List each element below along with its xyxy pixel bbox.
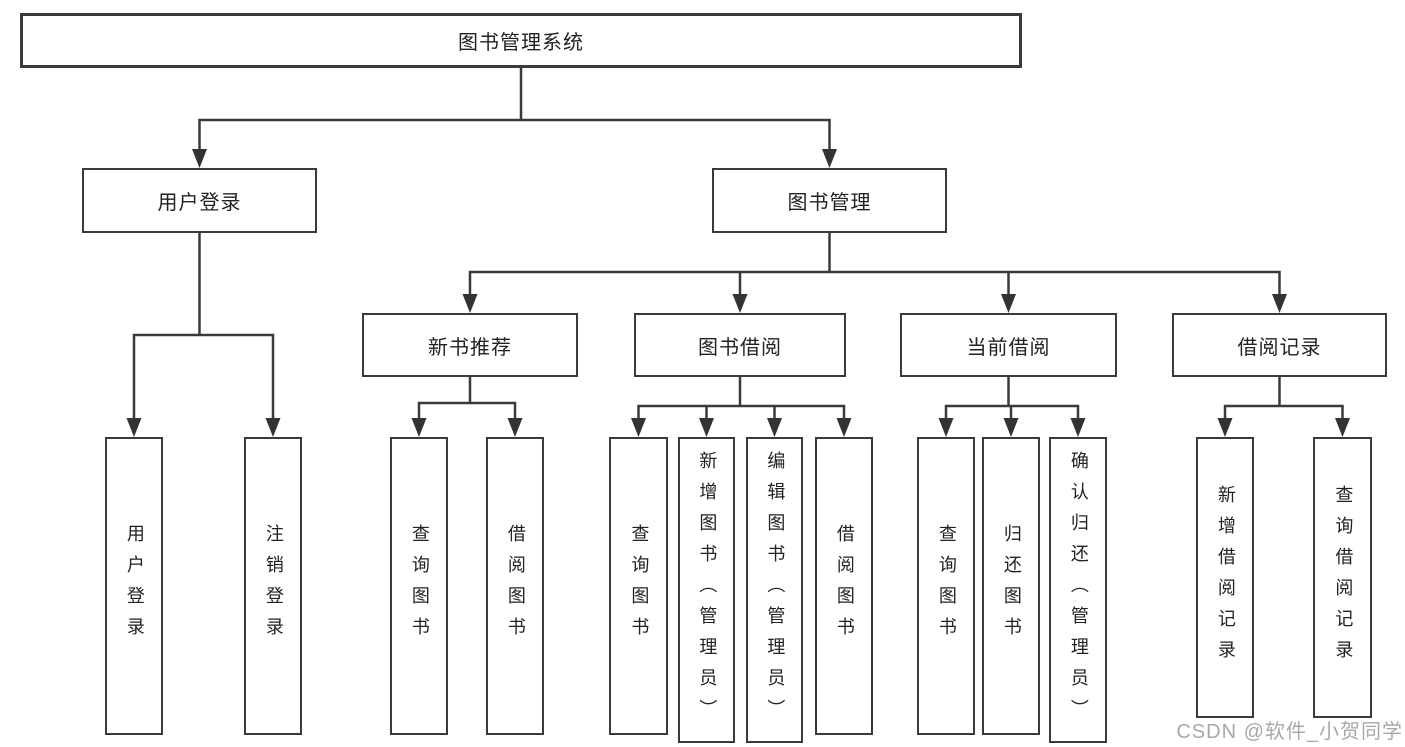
- arrowhead-icon: [462, 294, 478, 313]
- csdn-watermark: CSDN @软件_小贺同学: [1176, 721, 1403, 743]
- node-library-management-system: 图书管理系统: [20, 13, 1022, 68]
- leaf-edit-books-admin: 编辑图书（管理员）: [746, 437, 803, 743]
- connector-line: [468, 231, 1281, 300]
- leaf-borrow-books-rec: 借阅图书: [486, 437, 544, 735]
- arrowhead-icon: [1272, 294, 1287, 313]
- leaf-label: 编辑图书（管理员）: [765, 450, 786, 730]
- arrowhead-icon: [507, 418, 523, 437]
- connector-line: [132, 231, 275, 424]
- connector-line: [637, 375, 846, 424]
- leaf-logout: 注销登录: [244, 437, 302, 735]
- arrowhead-icon: [699, 418, 714, 437]
- leaf-label: 新增借阅记录: [1215, 484, 1236, 671]
- arrowhead-icon: [1335, 418, 1350, 437]
- arrowhead-icon: [126, 418, 142, 437]
- arrowhead-icon: [265, 418, 281, 437]
- leaf-borrow-books: 借阅图书: [815, 437, 873, 735]
- node-book-management: 图书管理: [712, 168, 947, 233]
- leaf-label: 归还图书: [1001, 524, 1022, 648]
- arrowhead-icon: [836, 418, 852, 437]
- leaf-user-login: 用户登录: [105, 437, 163, 735]
- connector-line: [944, 375, 1080, 424]
- node-current-borrowing: 当前借阅: [900, 313, 1117, 377]
- arrowhead-icon: [938, 418, 954, 437]
- leaf-return-books: 归还图书: [982, 437, 1040, 735]
- arrowhead-icon: [1217, 418, 1233, 437]
- arrowhead-icon: [767, 418, 782, 437]
- leaf-add-books-admin: 新增图书（管理员）: [678, 437, 735, 743]
- leaf-label: 确认归还（管理员）: [1068, 450, 1089, 730]
- arrowhead-icon: [1003, 418, 1019, 437]
- leaf-query-books-current: 查询图书: [917, 437, 975, 735]
- leaf-add-borrow-record: 新增借阅记录: [1196, 437, 1254, 718]
- node-book-borrowing: 图书借阅: [634, 313, 846, 377]
- leaf-label: 用户登录: [124, 524, 145, 648]
- arrowhead-icon: [1070, 418, 1086, 437]
- arrowhead-icon: [631, 418, 646, 437]
- connector-line: [1223, 375, 1344, 424]
- leaf-label: 查询图书: [629, 524, 650, 648]
- leaf-label: 借阅图书: [505, 524, 526, 648]
- leaf-label: 查询图书: [409, 524, 430, 648]
- arrowhead-icon: [411, 418, 427, 437]
- leaf-label: 查询借阅记录: [1333, 484, 1354, 671]
- node-user-login: 用户登录: [82, 168, 317, 233]
- connector-line: [198, 66, 831, 155]
- node-new-book-recommendation: 新书推荐: [362, 313, 578, 377]
- leaf-label: 新增图书（管理员）: [697, 450, 718, 730]
- arrowhead-icon: [822, 149, 837, 168]
- arrowhead-icon: [732, 294, 748, 313]
- leaf-label: 查询图书: [936, 524, 957, 648]
- connector-line: [417, 375, 517, 424]
- leaf-label: 借阅图书: [834, 524, 855, 648]
- leaf-label: 注销登录: [263, 524, 284, 648]
- arrowhead-icon: [192, 149, 207, 168]
- leaf-confirm-return-admin: 确认归还（管理员）: [1049, 437, 1107, 743]
- leaf-query-books-rec: 查询图书: [390, 437, 448, 735]
- node-borrowing-records: 借阅记录: [1172, 313, 1387, 377]
- leaf-query-books-borrow: 查询图书: [609, 437, 668, 735]
- arrowhead-icon: [1001, 294, 1016, 313]
- leaf-query-borrow-record: 查询借阅记录: [1313, 437, 1372, 718]
